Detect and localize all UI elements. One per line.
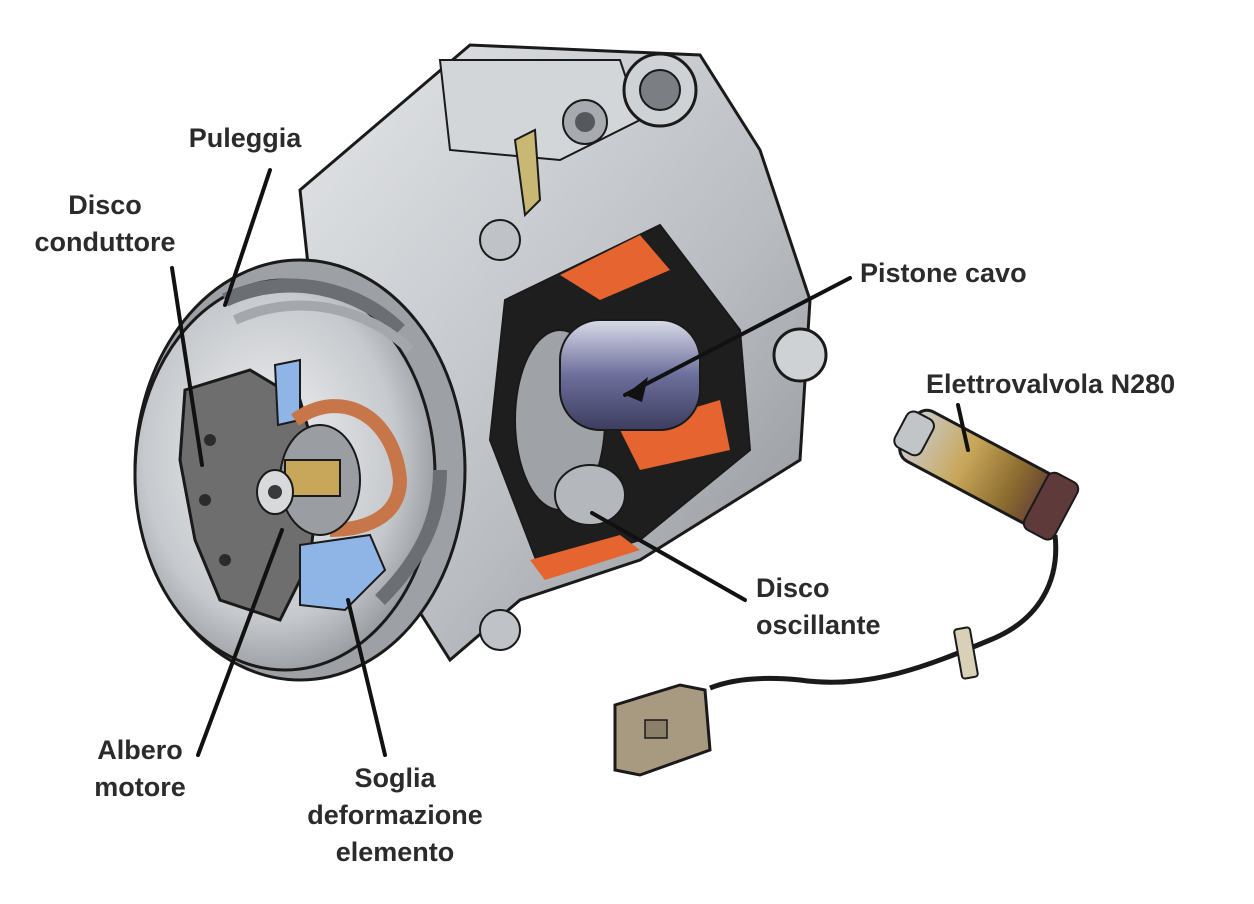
leader-disco-oscillante	[590, 511, 747, 602]
hollow-piston	[559, 319, 701, 431]
label-puleggia: Puleggia	[160, 120, 330, 157]
label-puleggia-line-1: Puleggia	[188, 123, 302, 153]
label-soglia-line-2: deformazione	[307, 800, 483, 830]
solenoid-valve	[613, 408, 1080, 777]
label-soglia: Soglia deformazione elemento	[275, 760, 515, 871]
label-disco-conduttore: Disco conduttore	[10, 187, 200, 261]
swash-plate	[554, 464, 626, 526]
leader-soglia	[346, 598, 387, 757]
label-albero-motore: Albero motore	[60, 732, 220, 806]
label-disco-oscillante: Disco oscillante	[756, 570, 881, 644]
leader-puleggia	[223, 168, 272, 307]
leader-albero-motore	[196, 528, 284, 757]
label-pistone-cavo: Pistone cavo	[860, 255, 1027, 292]
label-soglia-line-3: elemento	[335, 837, 455, 867]
valve-cable	[709, 534, 1059, 691]
clutch-internals	[256, 358, 408, 612]
label-elettrovalvola: Elettrovalvola N280	[926, 366, 1175, 403]
cutaway-section	[488, 223, 752, 580]
leader-disco-conduttore	[170, 266, 204, 467]
label-pistone-cavo-line-1: Pistone cavo	[860, 258, 1027, 288]
label-disco-oscillante-line-2: oscillante	[756, 610, 881, 640]
leader-lines	[170, 168, 970, 757]
label-disco-conduttore-line-2: conduttore	[34, 227, 176, 257]
leader-pistone-cavo	[623, 276, 852, 397]
label-disco-conduttore-line-1: Disco	[68, 190, 142, 220]
label-soglia-line-1: Soglia	[354, 763, 436, 793]
leader-elettrovalvola	[956, 403, 970, 452]
arrowhead-pistone	[625, 377, 648, 402]
label-elettrovalvola-line-1: Elettrovalvola N280	[926, 369, 1176, 399]
label-albero-motore-line-2: motore	[94, 772, 186, 802]
label-disco-oscillante-line-1: Disco	[756, 573, 830, 603]
label-albero-motore-line-1: Albero	[97, 735, 183, 765]
